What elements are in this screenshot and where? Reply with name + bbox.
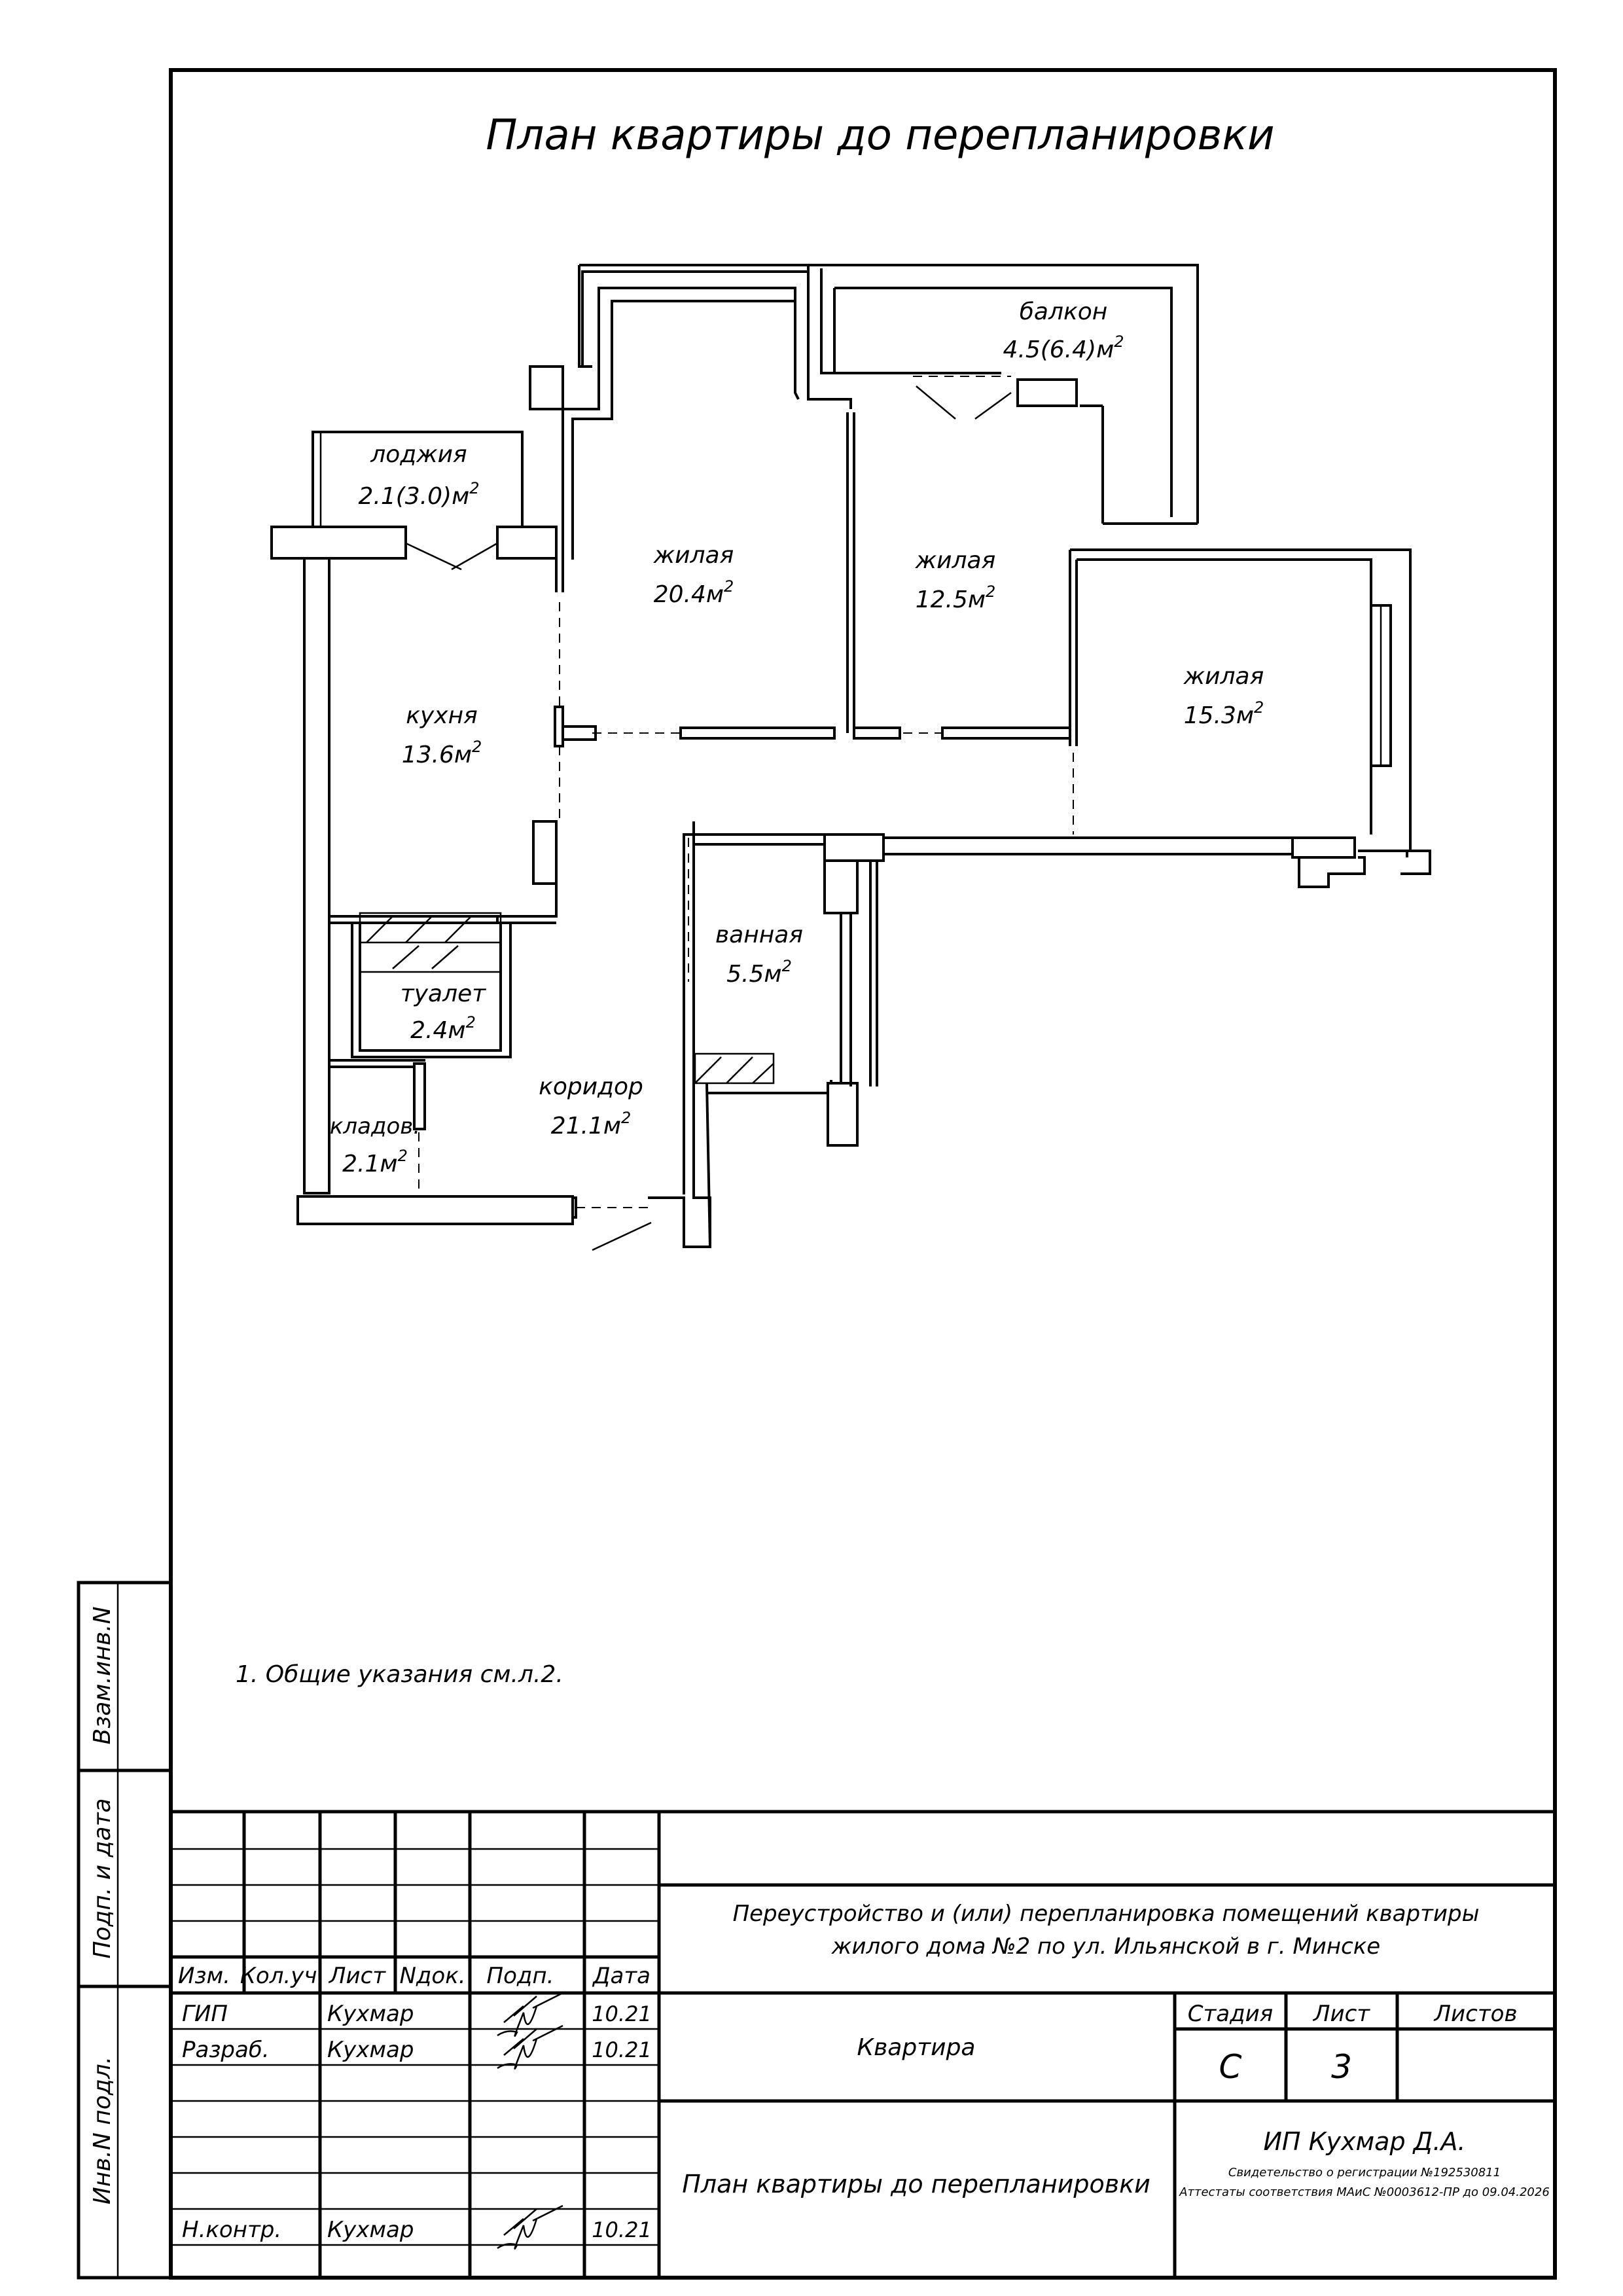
loggia-wall-left xyxy=(270,526,407,560)
living2-area: 12.5м2 xyxy=(916,583,996,613)
tb-project-line1: Переустройство и (или) перепланировка по… xyxy=(733,1901,1480,1927)
tb-drawing: План квартиры до перепланировки xyxy=(682,2170,1150,2198)
tb-project-line2: жилого дома №2 по ул. Ильянской в г. Мин… xyxy=(831,1933,1380,1960)
loggia-name: лоджия xyxy=(370,441,467,468)
drawing-frame xyxy=(169,68,1557,2280)
tb-header-podp: Подп. xyxy=(487,1963,554,1989)
general-note: 1. Общие указания см.л.2. xyxy=(236,1661,563,1688)
side-inv: Инв.N подл. xyxy=(89,2056,116,2204)
tb-sheets-label: Листов xyxy=(1433,2001,1517,2027)
tb-stage: С xyxy=(1219,2048,1242,2086)
living2-name: жилая xyxy=(915,547,996,574)
corridor-name: коридор xyxy=(539,1073,643,1100)
living3-area: 15.3м2 xyxy=(1184,698,1264,729)
tb-stage-label: Стадия xyxy=(1188,2001,1273,2027)
bath-area: 5.5м2 xyxy=(726,957,792,988)
tb-header-ndok: Nдок. xyxy=(399,1963,465,1989)
toilet-name: туалет xyxy=(401,980,486,1007)
living3-name: жилая xyxy=(1183,663,1264,690)
corridor-area: 21.1м2 xyxy=(551,1109,632,1139)
bath-name: ванная xyxy=(715,922,803,948)
tb-row-razrab-name: Кухмар xyxy=(327,2037,414,2063)
tb-sheet-label: Лист xyxy=(1312,2001,1370,2027)
tb-sheet-no: 3 xyxy=(1331,2048,1352,2086)
page-title: План квартиры до перепланировки xyxy=(486,111,1274,160)
signature-razrab-stroke xyxy=(503,2028,537,2056)
side-stamp: Взам.инв.N Подп. и дата Инв.N подл. xyxy=(77,1581,173,2280)
signature-nkontr xyxy=(497,2204,563,2250)
tb-row-nkontr-date: 10.21 xyxy=(592,2217,652,2242)
tb-header-izm: Изм. xyxy=(178,1963,230,1989)
signature-gip-stroke xyxy=(503,1996,537,2023)
toilet-area: 2.4м2 xyxy=(410,1013,476,1044)
loggia-wall-right xyxy=(496,526,558,560)
tb-row-nkontr-name: Кухмар xyxy=(327,2217,414,2243)
tb-cert1: Свидетельство о регистрации №192530811 xyxy=(1228,2166,1501,2179)
living1-name: жилая xyxy=(653,542,734,569)
tb-header-koluch: Кол.уч. xyxy=(240,1963,325,1989)
signature-gip xyxy=(497,1992,563,2037)
tb-object: Квартира xyxy=(857,2034,976,2061)
storage-name: кладов. xyxy=(330,1113,420,1139)
side-vzam: Взам.инв.N xyxy=(89,1606,116,1744)
signature-razrab xyxy=(497,2024,563,2070)
balcony-name: балкон xyxy=(1020,298,1108,325)
tb-row-razrab-role: Разраб. xyxy=(182,2037,270,2063)
tb-company: ИП Кухмар Д.А. xyxy=(1263,2127,1465,2156)
floor-plan xyxy=(270,264,1431,1251)
storage-area: 2.1м2 xyxy=(342,1147,408,1177)
balcony-area: 4.5(6.4)м2 xyxy=(1003,332,1124,363)
tb-header-list: Лист xyxy=(328,1963,386,1989)
signature-nkontr-stroke xyxy=(503,2208,537,2236)
tb-row-gip-role: ГИП xyxy=(182,2001,228,2027)
tb-row-gip-name: Кухмар xyxy=(327,2001,414,2027)
tb-row-nkontr-role: Н.контр. xyxy=(182,2217,281,2243)
kitchen-area: 13.6м2 xyxy=(402,738,482,768)
tb-cert2: Аттестаты соответствия МАиС №0003612-ПР … xyxy=(1179,2185,1550,2199)
tb-row-razrab-date: 10.21 xyxy=(592,2037,652,2062)
title-block: Изм. Кол.уч. Лист Nдок. Подп. Дата ГИП К… xyxy=(171,1810,1555,2278)
tb-header-data: Дата xyxy=(592,1963,651,1989)
kitchen-name: кухня xyxy=(406,702,478,729)
living1-area: 20.4м2 xyxy=(654,577,734,608)
loggia-area: 2.1(3.0)м2 xyxy=(358,479,479,510)
outer-wall-left xyxy=(303,557,330,1194)
side-podp: Подп. и дата xyxy=(89,1798,116,1958)
tb-row-gip-date: 10.21 xyxy=(592,2001,652,2026)
room-labels: лоджия 2.1(3.0)м2 балкон 4.5(6.4)м2 жила… xyxy=(330,298,1264,1177)
